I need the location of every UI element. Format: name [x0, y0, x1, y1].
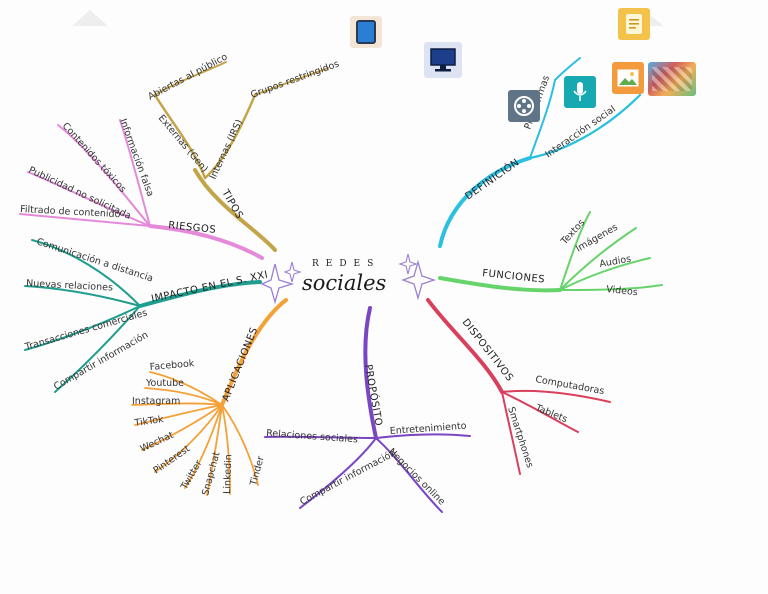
impacto-label: IMPACTO EN EL S. XXI	[150, 269, 269, 305]
film-reel-glyph	[514, 96, 534, 116]
riesgos-label: RIESGOS	[168, 220, 217, 236]
funciones-item: Videos	[606, 284, 639, 298]
proposito-item: Relaciones sociales	[266, 428, 358, 445]
impacto-item: Nuevas relaciones	[26, 278, 113, 294]
faint-shape	[646, 12, 664, 26]
sparkle-icon	[260, 263, 295, 305]
branch-definicion	[438, 57, 642, 248]
branch-aplicaciones	[131, 298, 288, 496]
app-item: Pinterest	[151, 443, 192, 476]
app-item: Facebook	[149, 358, 195, 373]
definicion-label: DEFINICIÓN	[462, 155, 521, 202]
tablet-icon[interactable]	[350, 16, 382, 48]
app-item: Twitter	[179, 458, 205, 492]
dispositivos-label: DISPOSITIVOS	[460, 317, 516, 384]
microphone-glyph	[573, 82, 587, 101]
microphone-icon[interactable]	[564, 76, 596, 108]
computer-icon[interactable]	[424, 42, 462, 78]
notes-glyph	[626, 14, 642, 34]
riesgos-item: Filtrado de contenido	[20, 204, 121, 220]
branch-funciones	[438, 211, 663, 293]
proposito-item: Compartir información	[298, 448, 398, 508]
tipos-internas-leaf: Grupos restringidos	[249, 59, 341, 101]
dispositivos-item: Tablets	[533, 402, 569, 425]
tablet-glyph	[356, 20, 376, 44]
center-title-top: REDES	[312, 259, 380, 269]
faint-shape	[72, 10, 108, 26]
sparkle-icon	[283, 261, 302, 283]
app-item: Snapchat	[200, 450, 222, 496]
branch-tipos	[153, 61, 329, 252]
app-item: TikTok	[133, 414, 165, 429]
branch-impacto	[24, 239, 262, 393]
impacto-item: Comunicación a distancia	[35, 236, 154, 284]
branch-proposito	[264, 306, 471, 513]
photo-collage-icon[interactable]	[648, 62, 696, 96]
picture-glyph	[617, 69, 639, 87]
dispositivos-item: Smartphones	[505, 406, 535, 470]
branch-dispositivos	[426, 298, 611, 475]
funciones-item: Audios	[599, 254, 632, 270]
picture-icon[interactable]	[612, 62, 644, 94]
app-item: Instagram	[132, 396, 180, 407]
center-node: REDES sociales	[260, 253, 437, 305]
computer-glyph	[430, 48, 456, 72]
film-reel-icon[interactable]	[508, 90, 540, 122]
sparkle-icon	[401, 259, 437, 301]
tipos-externas-leaf: Abiertas al público	[146, 51, 229, 102]
photo-collage-glyph	[652, 67, 692, 91]
app-item: Linkedin	[222, 454, 234, 494]
aplicaciones-label: APLICACIONES	[221, 326, 261, 403]
proposito-item: Negocios online	[386, 446, 447, 507]
branch-riesgos	[19, 119, 264, 260]
proposito-label: PROPÓSITO	[362, 363, 386, 427]
tipos-internas: Internas (IRS)	[208, 118, 245, 181]
app-item: Wechat	[139, 430, 176, 455]
funciones-label: FUNCIONES	[482, 268, 546, 286]
tipos-externas: Externas (Gen)	[156, 113, 210, 175]
sparkle-icon	[398, 253, 418, 275]
definicion-item: Interacción social	[543, 104, 617, 161]
center-title-main: sociales	[302, 271, 387, 295]
app-item: Youtube	[145, 378, 184, 389]
notes-icon[interactable]	[618, 8, 650, 40]
proposito-item: Entretenimiento	[389, 421, 467, 437]
